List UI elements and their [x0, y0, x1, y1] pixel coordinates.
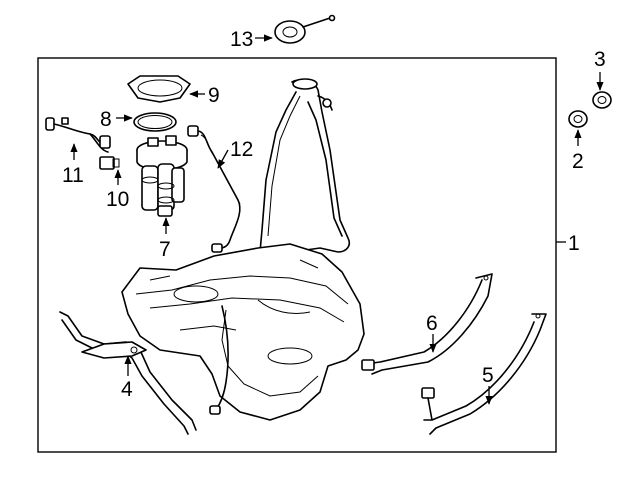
callout-7: 7 [159, 238, 171, 261]
part-1-fuel-tank [121, 78, 365, 421]
part-9-lock-ring [127, 75, 191, 103]
callout-3: 3 [594, 48, 606, 71]
callout-10: 10 [106, 188, 129, 211]
callout-11: 11 [62, 164, 84, 187]
part-3-grommet [592, 91, 612, 109]
callout-2: 2 [572, 150, 584, 173]
part-6-strap [361, 273, 493, 375]
leader-lines [70, 34, 604, 405]
callout-4: 4 [121, 378, 133, 401]
callout-13: 13 [230, 28, 253, 51]
part-4-bracket [59, 311, 197, 435]
callout-1: 1 [568, 232, 580, 255]
assembly-frame [37, 57, 557, 453]
part-5-strap [421, 313, 547, 435]
part-13-cap [274, 14, 336, 44]
part-7-pump-module [136, 135, 188, 217]
part-8-seal [133, 112, 177, 132]
leader-12 [217, 149, 229, 169]
callout-5: 5 [482, 364, 494, 387]
part-2-grommet [568, 110, 588, 128]
callout-8: 8 [100, 108, 112, 131]
part-11-harness [45, 117, 111, 153]
callout-6: 6 [426, 312, 438, 335]
callout-labels: 13 3 2 1 9 8 12 11 10 7 6 5 4 [62, 28, 606, 401]
part-10-connector [99, 156, 120, 170]
callout-9: 9 [208, 84, 220, 107]
callout-12: 12 [230, 138, 253, 161]
part-12-vent-hose [187, 125, 241, 253]
